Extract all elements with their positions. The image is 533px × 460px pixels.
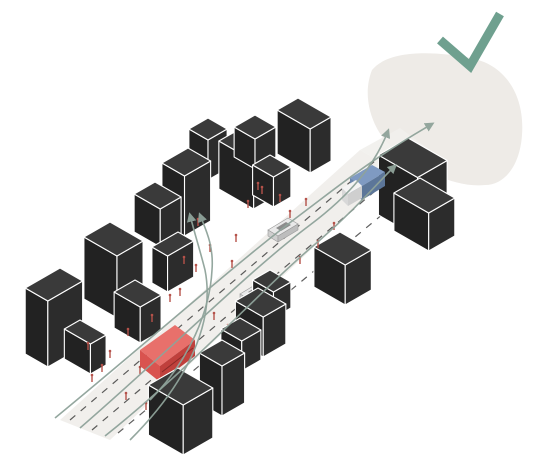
building-block xyxy=(113,279,162,344)
pedestrian-icon xyxy=(212,311,216,320)
pedestrian-icon xyxy=(288,209,292,218)
pedestrian-icon xyxy=(256,181,260,190)
flow-arrow xyxy=(129,212,208,441)
pedestrian-icon xyxy=(260,185,264,194)
pedestrian-icon xyxy=(150,313,154,322)
building-block xyxy=(133,181,182,248)
flow-arrow xyxy=(149,212,214,401)
pedestrian-icon xyxy=(304,197,308,206)
pedestrian-icon xyxy=(126,327,130,336)
pedestrian-icon xyxy=(86,341,90,350)
building-block xyxy=(24,267,84,368)
checkmark-icon xyxy=(437,11,504,73)
pedestrian-icon xyxy=(178,287,182,296)
pedestrian-icon xyxy=(124,391,128,400)
building-block xyxy=(313,231,372,306)
pedestrian-icon xyxy=(278,193,282,202)
pedestrian-icon xyxy=(138,365,142,374)
pedestrian-icon xyxy=(182,255,186,264)
lane-marking xyxy=(69,154,383,421)
building-block xyxy=(63,319,107,375)
building-block xyxy=(147,367,214,456)
lane-marking xyxy=(117,184,419,434)
pedestrian-icon xyxy=(100,363,104,372)
building-block xyxy=(276,97,332,174)
building-block xyxy=(393,177,456,252)
flow-arrow xyxy=(54,122,435,419)
building-block xyxy=(252,154,292,208)
building-block xyxy=(151,231,195,293)
pedestrian-icon xyxy=(90,373,94,382)
pedestrian-icon xyxy=(234,233,238,242)
pedestrian-icon xyxy=(108,349,112,358)
pedestrian-icon xyxy=(246,199,250,208)
flow-arrow xyxy=(79,128,391,429)
pedestrian-icon xyxy=(168,293,172,302)
pedestrian-icon xyxy=(194,263,198,272)
pedestrian-icon xyxy=(230,259,234,268)
flow-arrow xyxy=(104,164,398,437)
building-block xyxy=(83,221,144,319)
building-block xyxy=(198,339,246,417)
